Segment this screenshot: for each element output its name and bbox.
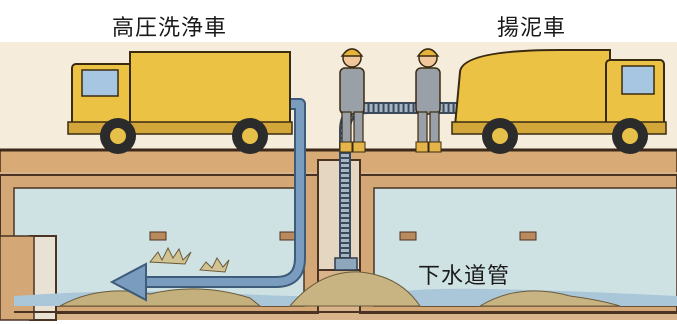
high-pressure-washer-truck xyxy=(67,51,293,154)
sludge-suction-truck xyxy=(451,49,667,154)
label-high-pressure-washer-truck: 高圧洗浄車 xyxy=(112,16,228,41)
sludge-deposits xyxy=(59,246,621,307)
label-sludge-suction-truck: 揚泥車 xyxy=(497,16,567,41)
worker-left xyxy=(339,48,366,153)
worker-right xyxy=(415,48,442,153)
label-sewer-pipe: 下水道管 xyxy=(418,264,511,289)
high-pressure-hose xyxy=(109,98,306,302)
